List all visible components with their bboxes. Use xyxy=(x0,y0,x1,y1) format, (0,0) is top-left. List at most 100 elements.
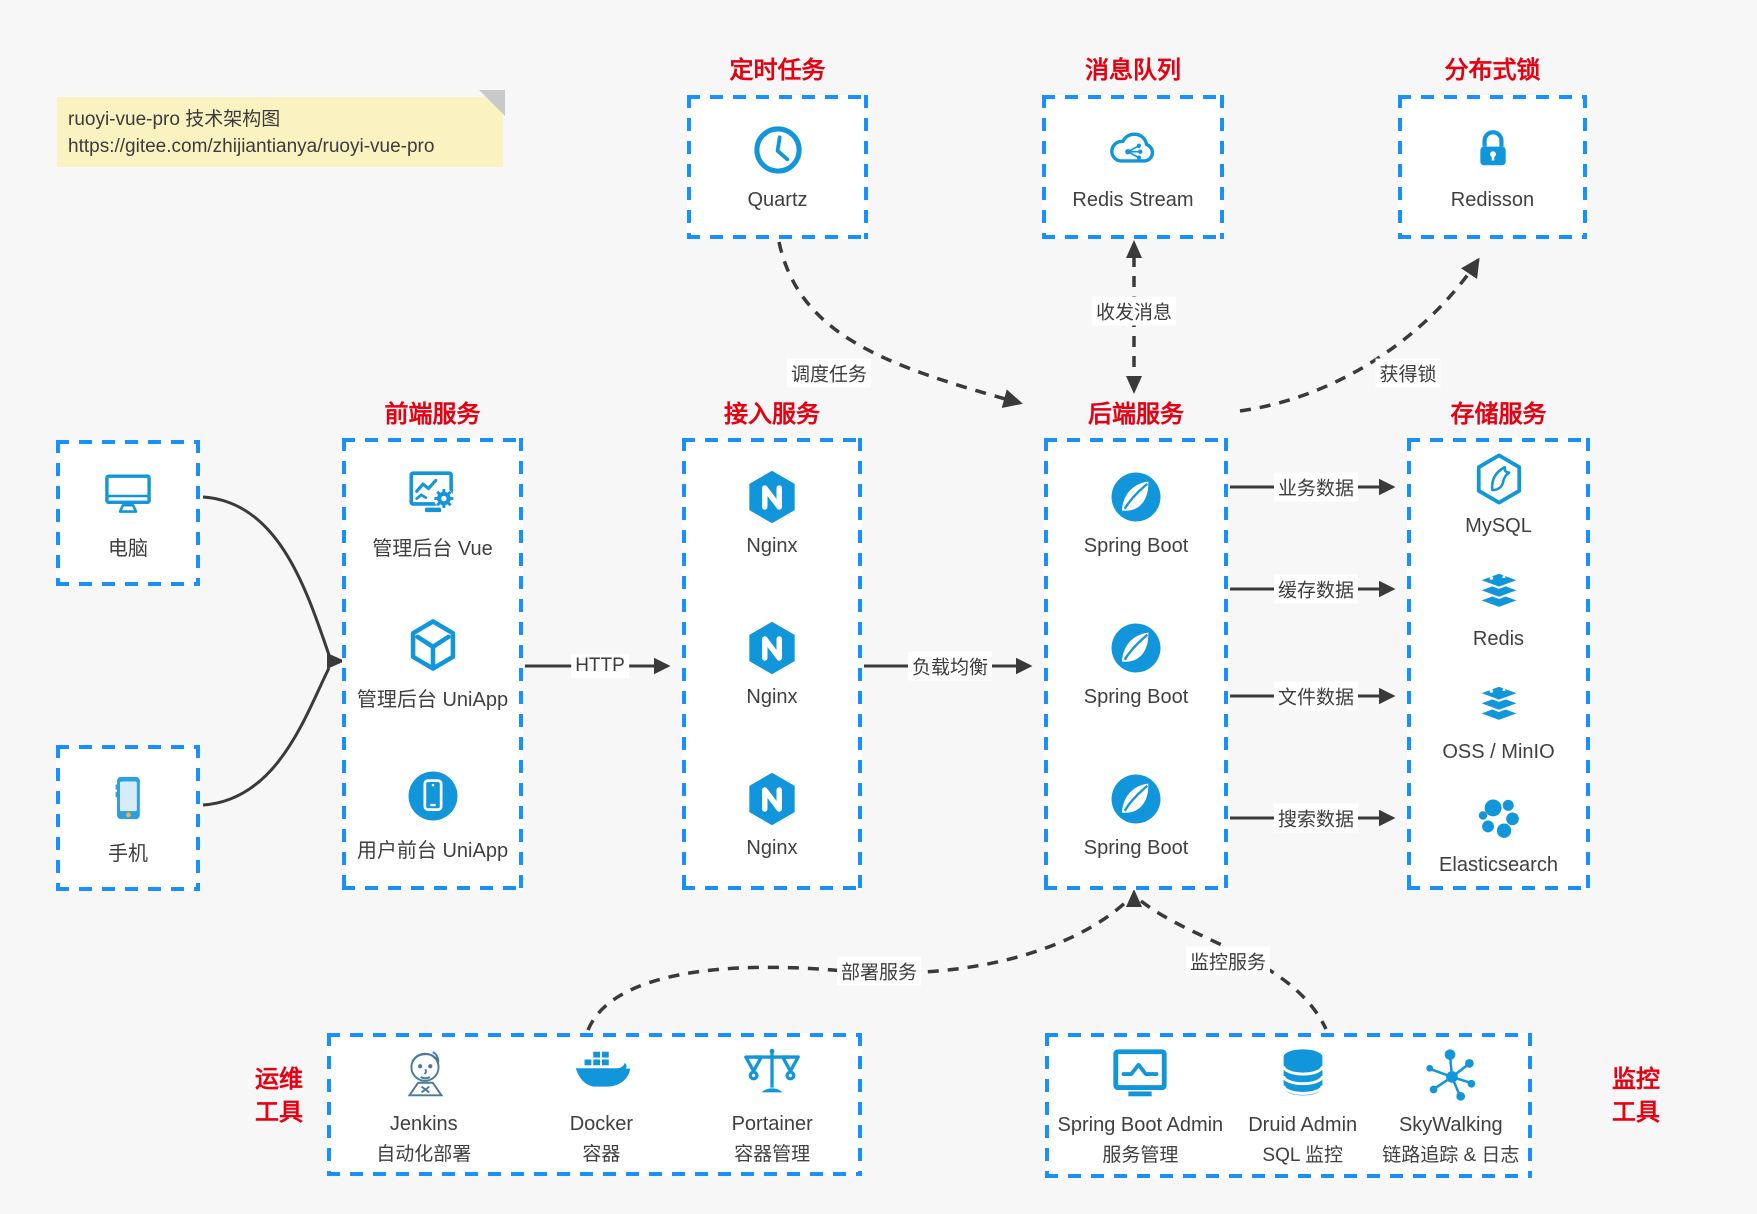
pc-client-box: 电脑 xyxy=(56,440,200,586)
edge-label-search-data: 搜索数据 xyxy=(1273,803,1359,833)
edge-label-cache-data: 缓存数据 xyxy=(1273,574,1359,604)
storage-box: MySQL Redis OSS / MinIO Elasticsearch xyxy=(1407,438,1590,890)
smartphone-icon xyxy=(101,771,155,825)
cloud-share-icon xyxy=(1106,123,1160,177)
mysql-icon xyxy=(1472,452,1526,506)
note-title: ruoyi-vue-pro 技术架构图 xyxy=(68,109,281,130)
storage-item-mysql: MySQL xyxy=(1465,452,1532,538)
edge-pc-to-frontend xyxy=(202,495,331,656)
gateway-box: Nginx Nginx Nginx xyxy=(682,438,862,890)
nginx-icon xyxy=(743,619,801,677)
phone-client-label: 手机 xyxy=(108,842,148,865)
group-title-distributed-lock: 分布式锁 xyxy=(1444,57,1541,84)
group-title-frontend: 前端服务 xyxy=(384,401,481,428)
backend-item: Spring Boot xyxy=(1083,770,1189,860)
uniapp-cube-icon xyxy=(404,616,462,674)
ops-tools-title: 运维 工具 xyxy=(239,1063,319,1129)
docker-whale-icon xyxy=(570,1043,632,1105)
edge-label-lock: 获得锁 xyxy=(1375,358,1441,388)
portainer-scales-icon xyxy=(741,1043,803,1105)
backend-item-label: Spring Boot xyxy=(1083,535,1189,558)
pc-client-label: 电脑 xyxy=(108,537,148,560)
edge-label-load-balance: 负载均衡 xyxy=(907,651,993,681)
monitoring-item-sba: Spring Boot Admin 服务管理 xyxy=(1058,1044,1223,1167)
sticky-note: ruoyi-vue-pro 技术架构图 https://gitee.com/zh… xyxy=(57,90,505,167)
storage-item-label: MySQL xyxy=(1465,514,1532,537)
monitoring-item-druid: Druid Admin SQL 监控 xyxy=(1248,1044,1357,1167)
gateway-item: Nginx xyxy=(743,770,801,860)
gateway-item-label: Nginx xyxy=(746,836,798,859)
ops-item-desc: 容器管理 xyxy=(734,1144,811,1165)
monitoring-title-line1: 监控 xyxy=(1612,1066,1660,1093)
frontend-item-label: 用户前台 UniApp xyxy=(356,839,509,862)
spring-icon xyxy=(1107,468,1165,526)
ops-item-desc: 自动化部署 xyxy=(376,1144,472,1165)
group-title-backend: 后端服务 xyxy=(1088,401,1184,428)
jenkins-icon xyxy=(393,1043,455,1105)
message-queue-item-label: Redis Stream xyxy=(1072,188,1194,211)
phone-client-box: 手机 xyxy=(56,745,200,891)
edge-label-business-data: 业务数据 xyxy=(1273,472,1359,502)
ops-item-docker: Docker 容器 xyxy=(570,1043,633,1166)
ops-item-name: Jenkins xyxy=(389,1113,458,1135)
backend-box: Spring Boot Spring Boot Spring Boot xyxy=(1044,438,1228,890)
skywalking-icon xyxy=(1420,1044,1482,1106)
admin-vue-icon xyxy=(404,465,462,523)
backend-item-label: Spring Boot xyxy=(1083,836,1189,859)
desktop-icon xyxy=(101,466,155,520)
frontend-item-admin-uniapp: 管理后台 UniApp xyxy=(357,616,508,712)
backend-item-label: Spring Boot xyxy=(1083,685,1189,708)
gateway-item: Nginx xyxy=(743,619,801,709)
group-title-message-queue: 消息队列 xyxy=(1085,57,1181,84)
frontend-item-label: 管理后台 UniApp xyxy=(356,688,509,711)
redis-stack-icon xyxy=(1472,565,1526,619)
elasticsearch-icon xyxy=(1472,791,1526,845)
backend-item: Spring Boot xyxy=(1083,468,1189,558)
nginx-icon xyxy=(743,468,801,526)
storage-item-elasticsearch: Elasticsearch xyxy=(1439,791,1558,877)
edge-label-deploy: 部署服务 xyxy=(836,956,922,986)
frontend-box: 管理后台 Vue 管理后台 UniApp 用户前台 UniApp xyxy=(342,438,523,890)
frontend-item-admin-vue: 管理后台 Vue xyxy=(372,465,493,561)
clock-icon xyxy=(751,123,805,177)
storage-item-label: Elasticsearch xyxy=(1439,853,1558,876)
ops-item-desc: 容器 xyxy=(582,1144,621,1165)
oss-stack-icon xyxy=(1472,678,1526,732)
frontend-item-user-uniapp: 用户前台 UniApp xyxy=(357,767,508,863)
edge-phone-to-frontend xyxy=(202,667,331,807)
edge-lock xyxy=(1239,257,1480,413)
ops-item-name: Portainer xyxy=(731,1113,813,1135)
distributed-lock-box: Redisson xyxy=(1398,95,1587,239)
arrowhead-messages-down xyxy=(1126,376,1142,394)
ops-item-name: Docker xyxy=(569,1113,634,1135)
scheduler-item-label: Quartz xyxy=(747,188,808,211)
edge-label-monitor: 监控服务 xyxy=(1185,946,1271,976)
arrowhead-backend-up xyxy=(1126,889,1142,907)
ops-item-jenkins: Jenkins 自动化部署 xyxy=(376,1043,471,1166)
edge-label-file-data: 文件数据 xyxy=(1273,681,1359,711)
storage-item-redis: Redis xyxy=(1472,565,1526,651)
backend-item: Spring Boot xyxy=(1083,619,1189,709)
note-url: https://gitee.com/zhijiantianya/ruoyi-vu… xyxy=(68,136,435,157)
edge-label-http: HTTP xyxy=(571,654,629,678)
storage-item-label: OSS / MinIO xyxy=(1442,740,1555,763)
monitoring-item-skywalking: SkyWalking 链路追踪 & 日志 xyxy=(1382,1044,1519,1167)
gateway-item: Nginx xyxy=(743,468,801,558)
user-app-icon xyxy=(404,767,462,825)
arrowhead-messages-up xyxy=(1126,240,1142,258)
monitoring-item-name: Druid Admin xyxy=(1248,1114,1358,1136)
monitoring-title-line2: 工具 xyxy=(1612,1099,1660,1126)
group-title-storage: 存储服务 xyxy=(1450,401,1547,428)
gateway-item-label: Nginx xyxy=(746,685,798,708)
gateway-item-label: Nginx xyxy=(746,535,798,558)
lock-icon xyxy=(1466,123,1520,177)
monitoring-item-name: SkyWalking xyxy=(1398,1114,1503,1136)
spring-icon xyxy=(1107,770,1165,828)
storage-item-label: Redis xyxy=(1472,627,1525,650)
monitoring-item-desc: 链路追踪 & 日志 xyxy=(1382,1145,1520,1166)
ops-title-line2: 工具 xyxy=(255,1099,303,1126)
distributed-lock-item-label: Redisson xyxy=(1450,188,1535,211)
message-queue-box: Redis Stream xyxy=(1042,95,1224,239)
monitoring-item-desc: 服务管理 xyxy=(1102,1145,1179,1166)
